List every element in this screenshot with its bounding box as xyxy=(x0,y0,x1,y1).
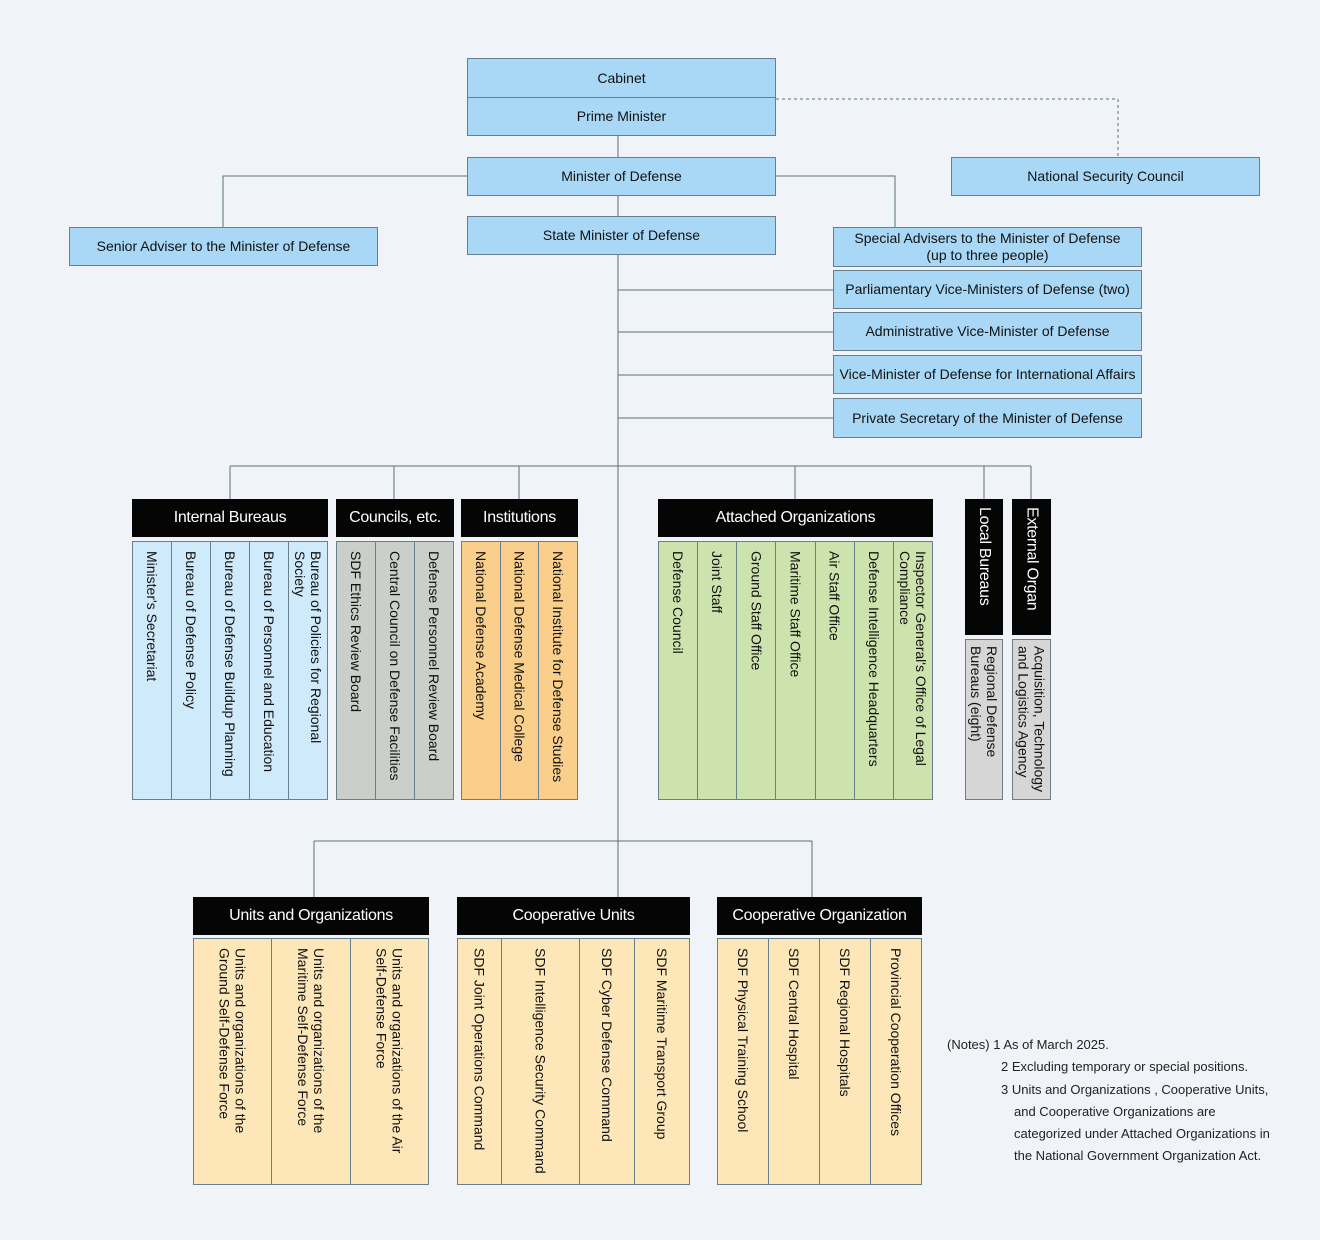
group-item: SDF Physical Training School xyxy=(718,939,769,1184)
internal-bureaus-panel: Minister's Secretariat Bureau of Defense… xyxy=(132,541,328,800)
note-line: categorized under Attached Organizations… xyxy=(1014,1126,1270,1142)
councils-panel: SDF Ethics Review Board Central Council … xyxy=(336,541,454,800)
cooperative-units-panel: SDF Joint Operations Command SDF Intelli… xyxy=(457,938,690,1185)
group-item: Bureau of Defense Buildup Planning xyxy=(211,542,250,799)
parliamentary-vice-ministers-box: Parliamentary Vice-Ministers of Defense … xyxy=(833,270,1142,309)
notes: (Notes) 1 As of March 2025. 2 Excluding … xyxy=(947,1034,1270,1168)
administrative-vice-minister-box: Administrative Vice-Minister of Defense xyxy=(833,312,1142,351)
cooperative-units-header: Cooperative Units xyxy=(457,897,690,935)
note-line: the National Government Organization Act… xyxy=(1014,1148,1262,1164)
vice-minister-international-box: Vice-Minister of Defense for Internation… xyxy=(833,355,1142,394)
group-item: Ground Staff Office xyxy=(737,542,777,799)
nsc-label: National Security Council xyxy=(1027,168,1184,184)
line-special-advisers xyxy=(776,175,896,227)
note-line: and Cooperative Organizations are xyxy=(1014,1103,1216,1119)
group-item: Bureau of Personnel and Education xyxy=(250,542,289,799)
local-bureaus-panel: Regional Defense Bureaus (eight) xyxy=(965,639,1003,800)
group-item: Regional Defense Bureaus (eight) xyxy=(968,646,1000,758)
senior-adviser-label: Senior Adviser to the Minister of Defens… xyxy=(96,238,351,254)
vice-minister-international-label: Vice-Minister of Defense for Internation… xyxy=(839,366,1136,382)
note-line: 3 Units and Organizations , Cooperative … xyxy=(1001,1081,1269,1097)
group-item: Bureau of Policies for Regional Society xyxy=(292,551,324,744)
group-item: Acquisition, Technology and Logistics Ag… xyxy=(1015,646,1048,793)
group-item: Provincial Cooperation Offices xyxy=(888,948,904,1137)
group-item: Inspector General's Office of Legal Comp… xyxy=(896,551,929,766)
cabinet-box: Cabinet xyxy=(467,58,776,98)
external-organ-panel: Acquisition, Technology and Logistics Ag… xyxy=(1012,639,1051,800)
local-bureaus-header: Local Bureaus xyxy=(965,499,1003,635)
institutions-header: Institutions xyxy=(461,499,578,537)
group-item: National Defense Medical College xyxy=(501,542,540,799)
institutions-panel: National Defense Academy National Defens… xyxy=(461,541,578,800)
group-item: SDF Ethics Review Board xyxy=(337,542,376,799)
parliamentary-vice-ministers-label: Parliamentary Vice-Ministers of Defense … xyxy=(845,281,1130,297)
councils-header: Councils, etc. xyxy=(336,499,454,537)
units-organizations-header: Units and Organizations xyxy=(193,897,429,935)
cooperative-units-title: Cooperative Units xyxy=(512,907,635,924)
special-advisers-box: Special Advisers to the Minister of Defe… xyxy=(833,227,1142,267)
group-item: Bureau of Defense Policy xyxy=(172,542,211,799)
group-item: Defense Intelligence Headquarters xyxy=(855,542,894,799)
group-item: National Institute for Defense Studies xyxy=(550,551,567,783)
line-senior-adviser xyxy=(222,175,467,227)
group-item: Minister's Secretariat xyxy=(133,542,172,799)
group-item: Units and organizations of the Maritime … xyxy=(272,939,351,1184)
private-secretary-label: Private Secretary of the Minister of Def… xyxy=(852,409,1123,426)
group-item: National Defense Academy xyxy=(462,542,501,799)
group-item: Defense Personnel Review Board xyxy=(426,551,442,762)
private-secretary-box: Private Secretary of the Minister of Def… xyxy=(833,398,1142,438)
note-line: (Notes) 1 As of March 2025. xyxy=(947,1037,1109,1052)
group-item: SDF Cyber Defense Command xyxy=(580,939,635,1184)
units-organizations-panel: Units and organizations of the Ground Se… xyxy=(193,938,429,1185)
administrative-vice-minister-label: Administrative Vice-Minister of Defense xyxy=(865,323,1110,339)
group-item: SDF Central Hospital xyxy=(769,939,820,1184)
group-item: SDF Maritime Transport Group xyxy=(654,948,670,1140)
group-item: SDF Joint Operations Command xyxy=(458,939,502,1184)
attached-organizations-title: Attached Organizations xyxy=(715,509,876,526)
attached-organizations-panel: Defense Council Joint Staff Ground Staff… xyxy=(658,541,933,800)
attached-organizations-header: Attached Organizations xyxy=(658,499,933,537)
state-minister-label: State Minister of Defense xyxy=(542,227,701,243)
cooperative-organization-panel: SDF Physical Training School SDF Central… xyxy=(717,938,922,1185)
special-advisers-label: Special Advisers to the Minister of Defe… xyxy=(854,230,1121,246)
group-item: Central Council on Defense Facilities xyxy=(376,542,415,799)
state-minister-box: State Minister of Defense xyxy=(467,216,776,255)
prime-minister-box: Prime Minister xyxy=(467,97,776,136)
special-advisers-sublabel: (up to three people) xyxy=(926,247,1049,263)
minister-label: Minister of Defense xyxy=(561,168,682,184)
councils-title: Councils, etc. xyxy=(349,509,441,526)
minister-box: Minister of Defense xyxy=(467,157,776,196)
group-item: Maritime Staff Office xyxy=(776,542,816,799)
group-item: Joint Staff xyxy=(698,542,738,799)
cooperative-organization-title: Cooperative Organization xyxy=(732,907,907,924)
units-organizations-title: Units and Organizations xyxy=(229,907,393,924)
external-organ-header: External Organ xyxy=(1012,499,1051,635)
group-item: SDF Intelligence Security Command xyxy=(502,939,580,1184)
group-item: Air Staff Office xyxy=(816,542,855,799)
nsc-box: National Security Council xyxy=(951,157,1260,196)
internal-bureaus-title: Internal Bureaus xyxy=(173,509,287,526)
group-item: SDF Regional Hospitals xyxy=(820,939,871,1184)
note-line: 2 Excluding temporary or special positio… xyxy=(1001,1059,1249,1075)
line-nsc-dashed xyxy=(776,98,1119,157)
group-item: Units and organizations of the Air Self-… xyxy=(373,948,406,1154)
group-item: Units and organizations of the Ground Se… xyxy=(194,939,273,1184)
internal-bureaus-header: Internal Bureaus xyxy=(132,499,328,537)
institutions-title: Institutions xyxy=(483,509,556,526)
group-item: Defense Council xyxy=(659,542,699,799)
senior-adviser-box: Senior Adviser to the Minister of Defens… xyxy=(69,227,378,266)
local-bureaus-title: Local Bureaus xyxy=(976,507,993,606)
external-organ-title: External Organ xyxy=(1023,507,1041,611)
cooperative-organization-header: Cooperative Organization xyxy=(717,897,922,935)
cabinet-label: Cabinet xyxy=(597,69,646,86)
prime-minister-label: Prime Minister xyxy=(576,108,667,124)
